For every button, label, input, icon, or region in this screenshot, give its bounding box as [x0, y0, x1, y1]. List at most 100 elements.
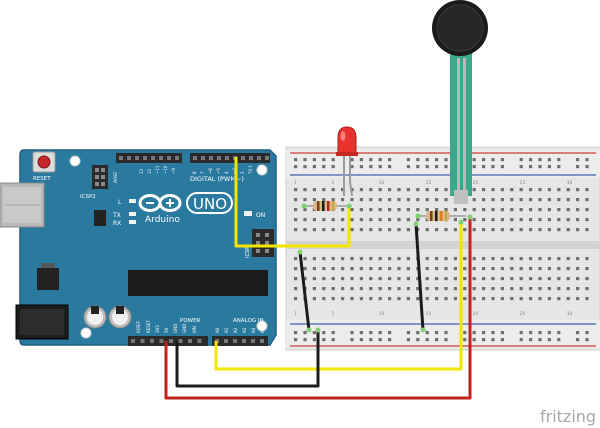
- breadboard-hole: [322, 228, 326, 232]
- breadboard-hole: [519, 331, 523, 335]
- digital-pin-label: 7: [200, 171, 205, 174]
- yellow-wire-digital: [234, 157, 351, 248]
- breadboard-hole: [444, 331, 448, 335]
- breadboard-hole: [406, 287, 410, 291]
- breadboard-hole: [406, 198, 410, 202]
- breadboard-hole: [359, 208, 363, 212]
- header-pin: [150, 339, 154, 343]
- breadboard-hole: [294, 198, 298, 202]
- breadboard-hole: [463, 218, 467, 222]
- breadboard-hole: [416, 158, 420, 162]
- breadboard-hole: [557, 218, 561, 222]
- breadboard-hole: [453, 218, 457, 222]
- power-pin-label: GND: [173, 324, 178, 333]
- breadboard-hole: [529, 297, 533, 301]
- breadboard-hole: [491, 267, 495, 271]
- breadboard-hole: [388, 338, 392, 342]
- breadboard-hole: [331, 158, 335, 162]
- header-pin: [201, 156, 205, 160]
- breadboard-hole: [359, 257, 363, 261]
- breadboard-hole: [378, 198, 382, 202]
- breadboard-hole: [322, 188, 326, 192]
- breadboard-hole: [576, 338, 580, 342]
- breadboard-hole: [378, 331, 382, 335]
- breadboard-hole: [294, 208, 298, 212]
- breadboard-hole: [350, 267, 354, 271]
- breadboard-hole: [444, 287, 448, 291]
- breadboard-hole: [378, 188, 382, 192]
- breadboard-hole: [322, 287, 326, 291]
- header-pin: [167, 156, 171, 160]
- analog-pin-label: A5: [260, 327, 265, 333]
- breadboard-hole: [482, 287, 486, 291]
- breadboard-hole: [576, 277, 580, 281]
- breadboard-hole: [500, 165, 504, 169]
- header-pin: [209, 156, 213, 160]
- breadboard-hole: [435, 198, 439, 202]
- breadboard-hole: [435, 297, 439, 301]
- breadboard-hole: [369, 267, 373, 271]
- breadboard-hole: [547, 198, 551, 202]
- breadboard-hole: [378, 228, 382, 232]
- breadboard-column-label: 10: [379, 180, 385, 186]
- breadboard-column-label: 1: [294, 311, 297, 317]
- breadboard-hole: [576, 331, 580, 335]
- breadboard-hole: [557, 267, 561, 271]
- breadboard-hole: [500, 297, 504, 301]
- breadboard-hole: [444, 188, 448, 192]
- breadboard-hole: [359, 218, 363, 222]
- breadboard-hole: [529, 208, 533, 212]
- breadboard-hole: [303, 228, 307, 232]
- breadboard-hole: [510, 287, 514, 291]
- breadboard-hole: [425, 297, 429, 301]
- breadboard-hole: [303, 218, 307, 222]
- breadboard-hole: [557, 277, 561, 281]
- breadboard-hole: [566, 277, 570, 281]
- breadboard-hole: [472, 158, 476, 162]
- breadboard-hole: [312, 188, 316, 192]
- breadboard-hole: [294, 267, 298, 271]
- breadboard-hole: [444, 267, 448, 271]
- breadboard-hole: [406, 338, 410, 342]
- arduino-logo: [138, 194, 182, 212]
- breadboard-hole: [312, 228, 316, 232]
- power-pin-label: 5V: [164, 327, 169, 333]
- breadboard-hole: [435, 287, 439, 291]
- breadboard-hole: [312, 287, 316, 291]
- breadboard-hole: [331, 277, 335, 281]
- voltage-regulator: [37, 268, 59, 290]
- breadboard-hole: [557, 228, 561, 232]
- reset-button[interactable]: [32, 151, 56, 173]
- breadboard-hole: [350, 297, 354, 301]
- breadboard-hole: [416, 277, 420, 281]
- black-wire-sensor-ground: [414, 223, 425, 331]
- breadboard-hole: [482, 257, 486, 261]
- breadboard-hole: [576, 267, 580, 271]
- breadboard-hole: [519, 198, 523, 202]
- breadboard-column-label: 30: [567, 311, 573, 317]
- breadboard-hole: [585, 287, 589, 291]
- breadboard-hole: [359, 158, 363, 162]
- breadboard-hole: [585, 188, 589, 192]
- breadboard-hole: [359, 188, 363, 192]
- breadboard-hole: [359, 277, 363, 281]
- rx-label: RX: [113, 220, 121, 227]
- breadboard-hole: [566, 228, 570, 232]
- power-pin-label: RESET: [146, 320, 151, 333]
- sensor-lead-stripe: [463, 58, 466, 190]
- header-pin: [249, 156, 253, 160]
- breadboard-hole: [378, 218, 382, 222]
- black-wire-gnd: [175, 330, 320, 388]
- digital-pin-label: ~6: [208, 168, 213, 174]
- arduino-wordmark: Arduino: [145, 215, 180, 225]
- breadboard-hole: [576, 198, 580, 202]
- breadboard-hole: [500, 218, 504, 222]
- breadboard-hole: [519, 267, 523, 271]
- mounting-hole: [256, 320, 268, 332]
- breadboard-hole: [416, 297, 420, 301]
- breadboard-hole: [388, 188, 392, 192]
- digital-header: [116, 153, 270, 163]
- breadboard-hole: [331, 198, 335, 202]
- breadboard-hole: [491, 228, 495, 232]
